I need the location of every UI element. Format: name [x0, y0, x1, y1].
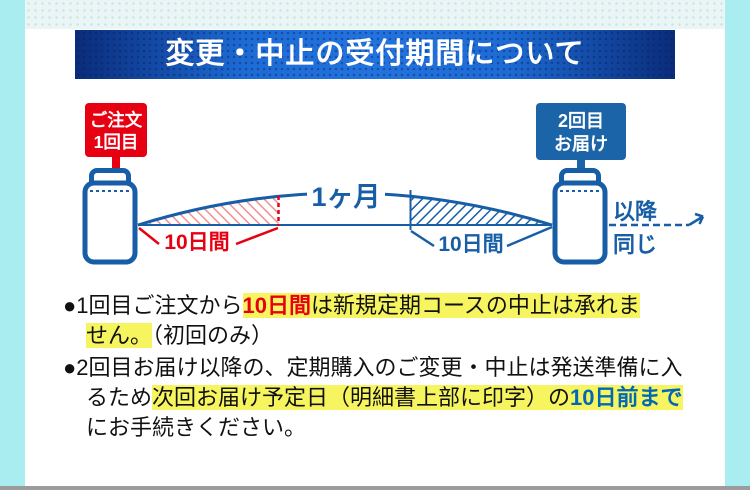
note-segment: 10日前まで — [570, 385, 683, 410]
month-label-backing — [307, 181, 385, 211]
after-label-line2: 同じ — [613, 232, 657, 257]
first-period-leader-lines — [138, 226, 279, 246]
note-segment: ●1回目ご注文から — [63, 293, 243, 318]
first-order-flag-line2: 1回目 — [94, 132, 139, 152]
section-title-bar: 変更・中止の受付期間について — [75, 30, 675, 79]
note-segment: ●2回目お届け以降の、定期購入のご変更・中止は発送準備に入 るため — [63, 355, 683, 410]
month-label: 1ヶ月 — [311, 182, 380, 212]
first-order-flag-line1: ご注文 — [90, 110, 143, 130]
page-title: 変更・中止の受付期間について — [165, 38, 585, 70]
second-delivery-flag-line1: 2回目 — [558, 111, 604, 131]
first-order-flag-stem — [112, 155, 120, 172]
first-period-label: 10日間 — [164, 231, 229, 254]
note-item: ●1回目ご注文から10日間は新規定期コースの中止は承れま せん。（初回のみ） — [63, 291, 728, 351]
first-10days-hatched-region — [138, 196, 279, 225]
bottom-divider-bar — [0, 486, 750, 490]
note-segment: にお手続きください。 — [86, 415, 307, 440]
jar-icon-second-delivery — [552, 168, 608, 265]
note-item: ●2回目お届け以降の、定期購入のご変更・中止は発送準備に入 るため次回お届け予定… — [63, 353, 728, 443]
first-order-flag — [85, 103, 147, 157]
left-background-strip — [0, 0, 25, 490]
notes: ●1回目ご注文から10日間は新規定期コースの中止は承れま せん。（初回のみ）●2… — [63, 291, 728, 445]
note-segment: 次回お届け予定日（明細書上部に印字）の — [152, 385, 571, 410]
continuation-arrow-icon — [688, 212, 705, 227]
after-label-line1: 以降 — [613, 199, 658, 224]
second-delivery-flag — [536, 103, 626, 160]
second-period-label: 10日間 — [438, 233, 503, 256]
second-delivery-flag-line2: お届け — [554, 134, 608, 154]
right-background-strip — [725, 0, 750, 490]
timeline-diagram: 1ヶ月 10日間 10日間 ご注文 1回目 2回目 お届け 以降 — [82, 103, 705, 265]
top-dotted-band — [25, 0, 725, 29]
second-period-leader-lines — [410, 225, 553, 248]
note-segment: （初回のみ） — [152, 323, 274, 348]
jar-icon-first-order — [82, 168, 138, 265]
note-segment: 10日間 — [242, 293, 312, 318]
second-10days-hatched-region — [410, 196, 552, 225]
second-delivery-flag-stem — [577, 158, 585, 173]
